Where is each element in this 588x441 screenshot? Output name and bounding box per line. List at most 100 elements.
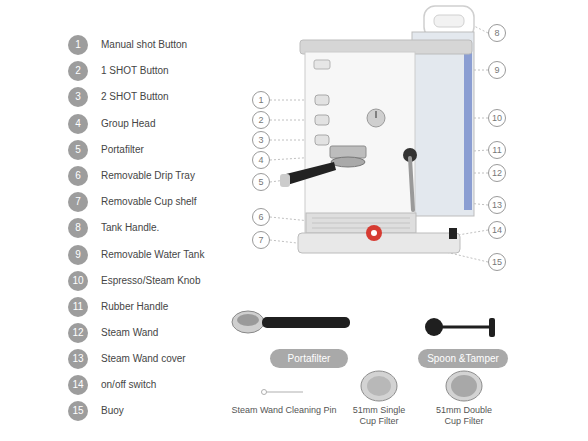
callout-number: 12 (489, 165, 505, 181)
part-name: Removable Drip Tray (101, 170, 195, 182)
portafilter-inner (237, 314, 259, 326)
callout-marker: 5 (252, 173, 270, 191)
callout-marker: 13 (488, 196, 506, 214)
accessory-caption: Steam Wand Cleaning Pin (228, 405, 340, 416)
part-name: Espresso/Steam Knob (101, 275, 201, 287)
callout-number: 10 (68, 271, 88, 291)
callout-marker: 1 (252, 91, 270, 109)
cleaning-pin (266, 391, 303, 392)
logo-plate (314, 60, 330, 69)
handle-grip (434, 15, 464, 27)
double-filter (446, 371, 482, 401)
callout-marker: 11 (488, 141, 506, 159)
callout-number: 5 (253, 174, 269, 190)
handle-cap (280, 174, 290, 187)
part-name: Removable Water Tank (101, 249, 204, 261)
group-head-shape (330, 146, 366, 158)
callout-circle: 14on/off switch (68, 375, 88, 395)
callout-number: 3 (68, 87, 88, 107)
callout-number: 9 (68, 245, 88, 265)
portafilter-handle (282, 162, 336, 186)
callout-marker: 7 (252, 231, 270, 249)
part-name: Tank Handle. (101, 222, 159, 234)
accessory-name: Portafilter (270, 349, 348, 368)
callout-circle: 9Removable Water Tank (68, 245, 88, 265)
part-name: Removable Cup shelf (101, 196, 197, 208)
machine-body (305, 52, 415, 244)
part-name: Portafilter (101, 144, 144, 156)
part-name: Manual shot Button (101, 39, 187, 51)
knob-pointer (375, 111, 377, 118)
callout-circle: 11Rubber Handle (68, 297, 88, 317)
callout-marker: 8 (488, 24, 506, 42)
callout-number: 14 (489, 222, 505, 238)
callout-circle: 5Portafilter (68, 140, 88, 160)
part-name: 1 SHOT Button (101, 65, 169, 77)
callout-number: 8 (68, 218, 88, 238)
callout-number: 11 (489, 142, 505, 158)
part-name: Steam Wand (101, 327, 158, 339)
buoy-dot (371, 230, 377, 236)
callout-number: 2 (253, 112, 269, 128)
grid-line (312, 218, 410, 219)
callout-number: 6 (68, 166, 88, 186)
callout-number: 10 (489, 110, 505, 126)
callout-marker: 6 (252, 208, 270, 226)
callout-number: 11 (68, 297, 88, 317)
pin-loop (262, 390, 267, 395)
callout-circle: 7Removable Cup shelf (68, 192, 88, 212)
callout-circle: 12Steam Wand (68, 323, 88, 343)
callout-number: 4 (68, 114, 88, 134)
callout-number: 7 (253, 232, 269, 248)
part-name: Steam Wand cover (101, 353, 186, 365)
callout-number: 12 (68, 323, 88, 343)
callout-number: 5 (68, 140, 88, 160)
portafilter-grip (262, 317, 350, 328)
part-name: Buoy (101, 405, 124, 417)
leader-line (458, 230, 488, 235)
button-shape (315, 135, 329, 145)
filter-inner (367, 376, 391, 396)
callout-number: 15 (489, 254, 505, 270)
callout-circle: 6Removable Drip Tray (68, 166, 88, 186)
portafilter-cup (232, 311, 264, 333)
filter-inner (451, 375, 477, 397)
callout-marker: 9 (488, 61, 506, 79)
part-name: 2 SHOT Button (101, 91, 169, 103)
callout-circle: 21 SHOT Button (68, 61, 88, 81)
accessory-caption: 51mm Single Cup Filter (344, 405, 414, 427)
tray-grid (312, 218, 410, 228)
button-shape (315, 95, 329, 105)
callout-marker: 4 (252, 151, 270, 169)
callout-marker: 15 (488, 253, 506, 271)
callout-number: 8 (489, 25, 505, 41)
callout-circle: 13Steam Wand cover (68, 349, 88, 369)
callout-circle: 8Tank Handle. (68, 218, 88, 238)
callout-number: 1 (253, 92, 269, 108)
callout-number: 4 (253, 152, 269, 168)
accessory-pill: Spoon &Tamper (418, 349, 508, 368)
part-name: Group Head (101, 118, 155, 130)
callout-circle: 15Buoy (68, 401, 88, 421)
steam-knob (367, 109, 385, 127)
spoon-stem (442, 326, 492, 329)
callout-number: 2 (68, 61, 88, 81)
switch-shape (449, 228, 457, 239)
callout-marker: 12 (488, 164, 506, 182)
accessory-name: Spoon &Tamper (418, 349, 508, 368)
callout-marker: 10 (488, 109, 506, 127)
accessory-caption: 51mm Double Cup Filter (429, 405, 499, 427)
steam-wand-shape (410, 158, 413, 210)
callout-circle: 32 SHOT Button (68, 87, 88, 107)
callout-marker: 14 (488, 221, 506, 239)
callout-number: 9 (489, 62, 505, 78)
part-name: on/off switch (101, 379, 156, 391)
cup-shelf (306, 213, 416, 233)
callout-circle: 4Group Head (68, 114, 88, 134)
buoy-shape (366, 225, 382, 241)
callout-marker: 2 (252, 111, 270, 129)
callout-marker: 3 (252, 131, 270, 149)
part-name: Rubber Handle (101, 301, 168, 313)
callout-number: 15 (68, 401, 88, 421)
button-shape (315, 115, 329, 125)
